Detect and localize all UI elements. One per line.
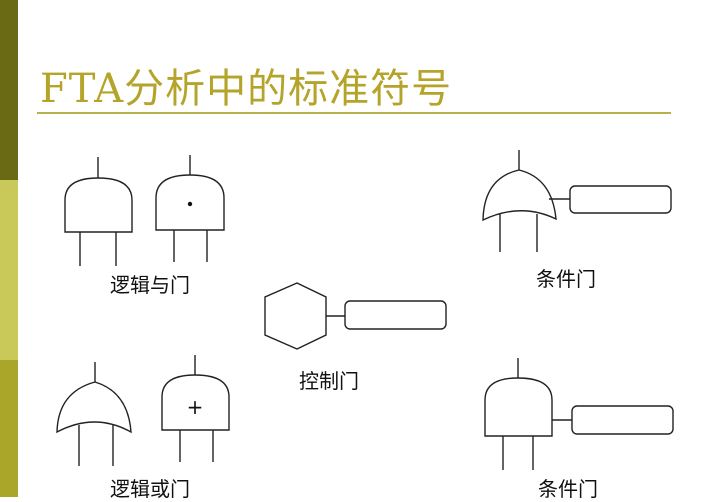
priority-dot bbox=[187, 201, 193, 207]
logic-or-gate-label: 逻辑或门 bbox=[110, 477, 190, 501]
control-gate-label: 控制门 bbox=[299, 369, 359, 393]
priority-and-gate-symbol bbox=[155, 155, 225, 262]
conditional-gate-symbol-top bbox=[482, 150, 672, 252]
logic-and-gate-label: 逻辑与门 bbox=[110, 273, 190, 297]
conditional-gate-symbol-bottom bbox=[484, 358, 674, 470]
plus-symbol: + bbox=[187, 395, 204, 419]
conditional-gate-label-top: 条件门 bbox=[536, 267, 596, 291]
sidebar-band-mid bbox=[0, 360, 18, 497]
sidebar-band-dark bbox=[0, 0, 18, 180]
plus-gate-symbol bbox=[161, 355, 230, 462]
or-gate-symbol bbox=[56, 362, 132, 466]
and-gate-symbol bbox=[64, 157, 133, 266]
control-gate-symbol bbox=[264, 282, 447, 350]
slide-title: FTA分析中的标准符号 bbox=[40, 66, 453, 112]
title-underline bbox=[37, 112, 671, 114]
sidebar-band-light bbox=[0, 180, 18, 360]
conditional-gate-label-bottom: 条件门 bbox=[538, 477, 598, 501]
